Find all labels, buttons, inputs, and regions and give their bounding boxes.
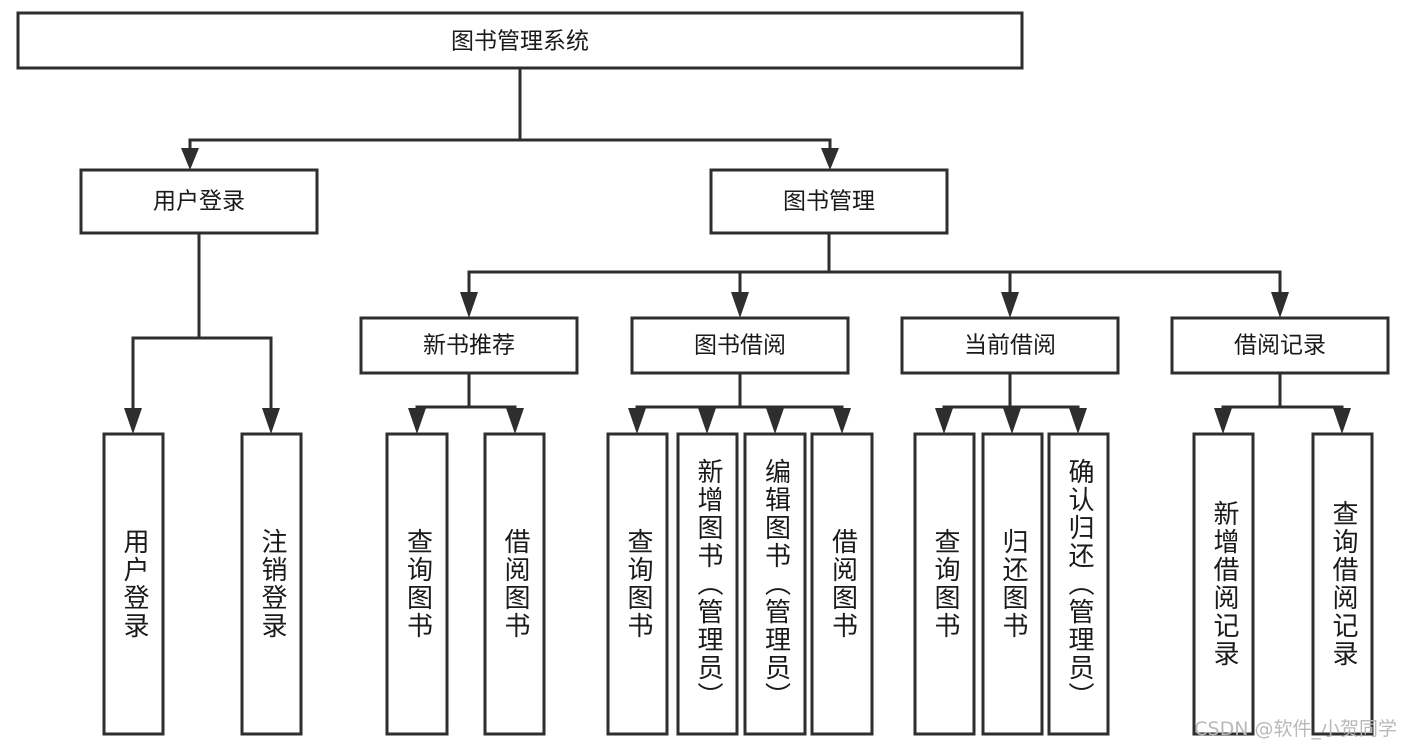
node-new-book-recommend-label: 新书推荐 <box>423 333 515 359</box>
node-root-label: 图书管理系统 <box>451 29 589 55</box>
arrowhead-newbook-leaf-2 <box>506 408 524 434</box>
node-root-box[interactable] <box>16 11 1024 70</box>
leaf-label-logout: 注销登录 <box>257 528 288 640</box>
arrowhead-borrow-leaf-3 <box>766 408 784 434</box>
node-book-borrow[interactable]: 图书借阅 <box>630 316 850 375</box>
arrowhead-login-leaf-2 <box>262 408 280 434</box>
leaf-label-confirm-return-admin: 确认归还（管理员） <box>1064 458 1095 710</box>
node-current-borrow-label: 当前借阅 <box>964 333 1056 359</box>
node-user-login-box[interactable] <box>79 168 319 235</box>
arrowhead-to-current <box>1001 292 1019 318</box>
node-book-borrow-label: 图书借阅 <box>694 333 786 359</box>
arrowhead-root-to-bookmgmt <box>821 148 839 170</box>
node-borrow-record[interactable]: 借阅记录 <box>1170 316 1390 375</box>
leaf-label-add-borrow-record: 新增借阅记录 <box>1209 500 1240 668</box>
leaf-box-edit-book-admin[interactable] <box>743 432 807 736</box>
arrowhead-to-record <box>1271 292 1289 318</box>
arrowhead-current-leaf-2 <box>1003 408 1021 434</box>
leaf-box-confirm-return-admin[interactable] <box>1047 432 1110 736</box>
node-book-management-box[interactable] <box>709 168 949 235</box>
node-current-borrow[interactable]: 当前借阅 <box>900 316 1120 375</box>
leaf-box-logout[interactable] <box>240 432 303 736</box>
leaf-box-add-book-admin[interactable] <box>676 432 739 736</box>
leaf-box-query-book-current[interactable] <box>913 432 976 736</box>
connector-group-newbook <box>408 371 524 434</box>
leaf-box-user-login[interactable] <box>102 432 165 736</box>
node-current-borrow-box[interactable] <box>900 316 1120 375</box>
arrowhead-borrow-leaf-2 <box>698 408 716 434</box>
arrowhead-root-to-login <box>181 148 199 170</box>
node-new-book-recommend-box[interactable] <box>359 316 579 375</box>
node-new-book-recommend[interactable]: 新书推荐 <box>359 316 579 375</box>
leaf-label-query-book-borrow: 查询图书 <box>623 528 654 640</box>
leaf-label-user-login: 用户登录 <box>119 528 150 640</box>
leaf-label-add-book-admin: 新增图书（管理员） <box>693 458 724 710</box>
leaf-label-query-book-current: 查询图书 <box>930 528 961 640</box>
leaf-label-borrow-book-newrec: 借阅图书 <box>500 528 531 640</box>
connector-group-bookmgmt <box>460 231 1289 318</box>
leaf-label-return-book: 归还图书 <box>998 528 1029 640</box>
node-borrow-record-box[interactable] <box>1170 316 1390 375</box>
leaf-box-borrow-book-newrec[interactable] <box>483 432 546 736</box>
connector-group-current <box>935 371 1087 434</box>
leaf-label-query-borrow-record: 查询借阅记录 <box>1328 500 1359 668</box>
arrowhead-to-newbook <box>460 292 478 318</box>
leaf-box-group <box>102 432 1374 736</box>
arrowhead-borrow-leaf-4 <box>833 408 851 434</box>
leaf-box-borrow-book[interactable] <box>810 432 874 736</box>
node-book-management[interactable]: 图书管理 <box>709 168 949 235</box>
node-borrow-record-label: 借阅记录 <box>1234 333 1326 359</box>
arrowhead-current-leaf-3 <box>1069 408 1087 434</box>
leaf-box-query-borrow-record[interactable] <box>1311 432 1374 736</box>
arrowhead-login-leaf-1 <box>124 408 142 434</box>
arrowhead-to-borrow <box>731 292 749 318</box>
watermark-text: CSDN @软件_小贺同学 <box>1194 718 1397 740</box>
arrowhead-newbook-leaf-1 <box>408 408 426 434</box>
leaf-label-query-book-newrec: 查询图书 <box>402 528 433 640</box>
arrowhead-record-leaf-2 <box>1333 408 1351 434</box>
connector-group-root <box>181 66 839 170</box>
node-user-login[interactable]: 用户登录 <box>79 168 319 235</box>
leaf-box-add-borrow-record[interactable] <box>1192 432 1255 736</box>
arrowhead-record-leaf-1 <box>1214 408 1232 434</box>
connector-group-record <box>1214 371 1351 434</box>
arrowhead-borrow-leaf-1 <box>628 408 646 434</box>
connector-group-borrow <box>628 371 851 434</box>
leaf-box-query-book-newrec[interactable] <box>385 432 449 736</box>
node-root[interactable]: 图书管理系统 <box>16 11 1024 70</box>
node-user-login-label: 用户登录 <box>153 189 245 215</box>
leaf-box-return-book[interactable] <box>981 432 1044 736</box>
leaf-label-edit-book-admin: 编辑图书（管理员） <box>760 458 791 710</box>
node-book-borrow-box[interactable] <box>630 316 850 375</box>
arrowhead-current-leaf-1 <box>935 408 953 434</box>
connector-group-login <box>124 231 280 434</box>
leaf-box-query-book-borrow[interactable] <box>606 432 669 736</box>
node-book-management-label: 图书管理 <box>783 189 875 215</box>
leaf-label-borrow-book: 借阅图书 <box>827 528 858 640</box>
